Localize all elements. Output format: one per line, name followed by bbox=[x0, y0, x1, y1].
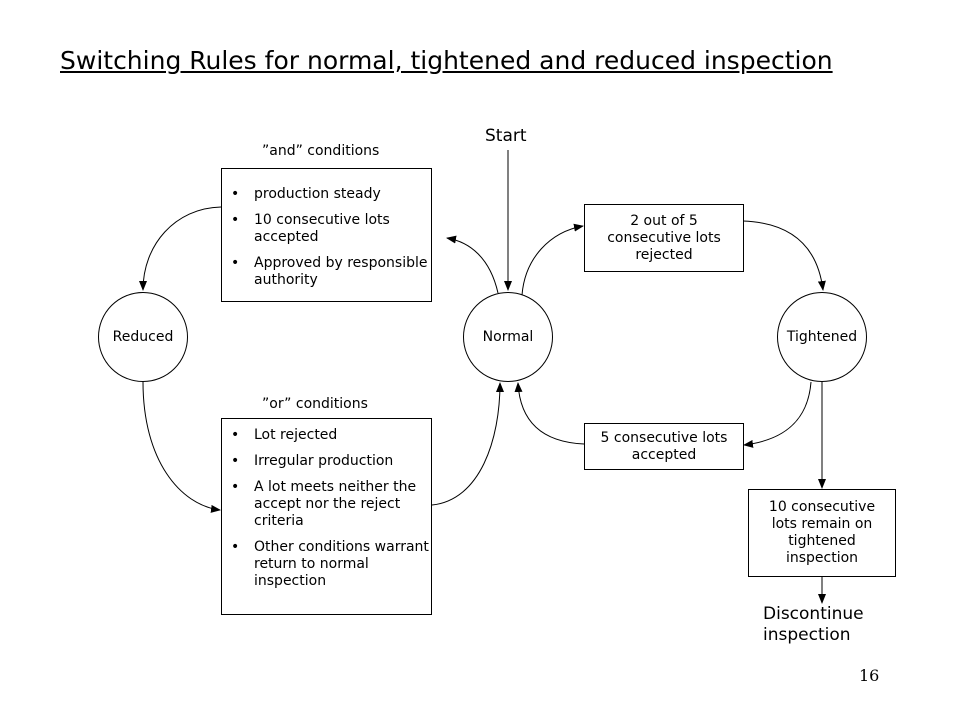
discontinue-label: Discontinue inspection bbox=[763, 604, 864, 645]
state-normal-label: Normal bbox=[482, 329, 534, 345]
arrow-or-box-to-normal bbox=[431, 382, 504, 506]
page-number: 16 bbox=[859, 666, 880, 685]
arrow-normal-to-reject-box bbox=[521, 223, 584, 296]
arrow-and-box-to-reduced bbox=[139, 206, 222, 291]
and-condition-item: production steady bbox=[222, 186, 431, 203]
discontinue-condition-text: 10 consecutive lots remain on tightened … bbox=[768, 499, 876, 566]
and-conditions-heading: ”and” conditions bbox=[262, 143, 380, 159]
state-tightened: Tightened bbox=[777, 292, 867, 382]
and-condition-item: Approved by responsible authority bbox=[222, 255, 431, 289]
arrow-tightened-to-accept-box bbox=[743, 381, 812, 448]
or-conditions-heading: ”or” conditions bbox=[262, 396, 368, 412]
reject-condition-box: 2 out of 5 consecutive lots rejected bbox=[584, 204, 744, 272]
and-conditions-box: production steady 10 consecutive lots ac… bbox=[221, 168, 432, 302]
state-tightened-label: Tightened bbox=[786, 329, 858, 345]
state-reduced: Reduced bbox=[98, 292, 188, 382]
accept-condition-text: 5 consecutive lots accepted bbox=[600, 429, 728, 463]
or-condition-item: Other conditions warrant return to norma… bbox=[222, 539, 431, 590]
or-condition-item: Irregular production bbox=[222, 453, 431, 470]
state-reduced-label: Reduced bbox=[112, 329, 174, 345]
or-conditions-box: Lot rejected Irregular production A lot … bbox=[221, 418, 432, 615]
or-condition-item: A lot meets neither the accept nor the r… bbox=[222, 479, 431, 530]
accept-condition-box: 5 consecutive lots accepted bbox=[584, 423, 744, 470]
arrow-reduced-to-or-box bbox=[142, 381, 221, 513]
and-condition-item: 10 consecutive lots accepted bbox=[222, 212, 431, 246]
state-normal: Normal bbox=[463, 292, 553, 382]
discontinue-condition-box: 10 consecutive lots remain on tightened … bbox=[748, 489, 896, 577]
reject-condition-text: 2 out of 5 consecutive lots rejected bbox=[607, 212, 721, 263]
or-condition-item: Lot rejected bbox=[222, 427, 431, 444]
arrow-reject-box-to-tightened bbox=[742, 220, 826, 291]
start-label: Start bbox=[485, 126, 527, 146]
arrow-accept-box-to-normal bbox=[514, 382, 585, 445]
arrow-normal-to-and-box bbox=[446, 235, 499, 294]
page-title: Switching Rules for normal, tightened an… bbox=[60, 46, 833, 75]
